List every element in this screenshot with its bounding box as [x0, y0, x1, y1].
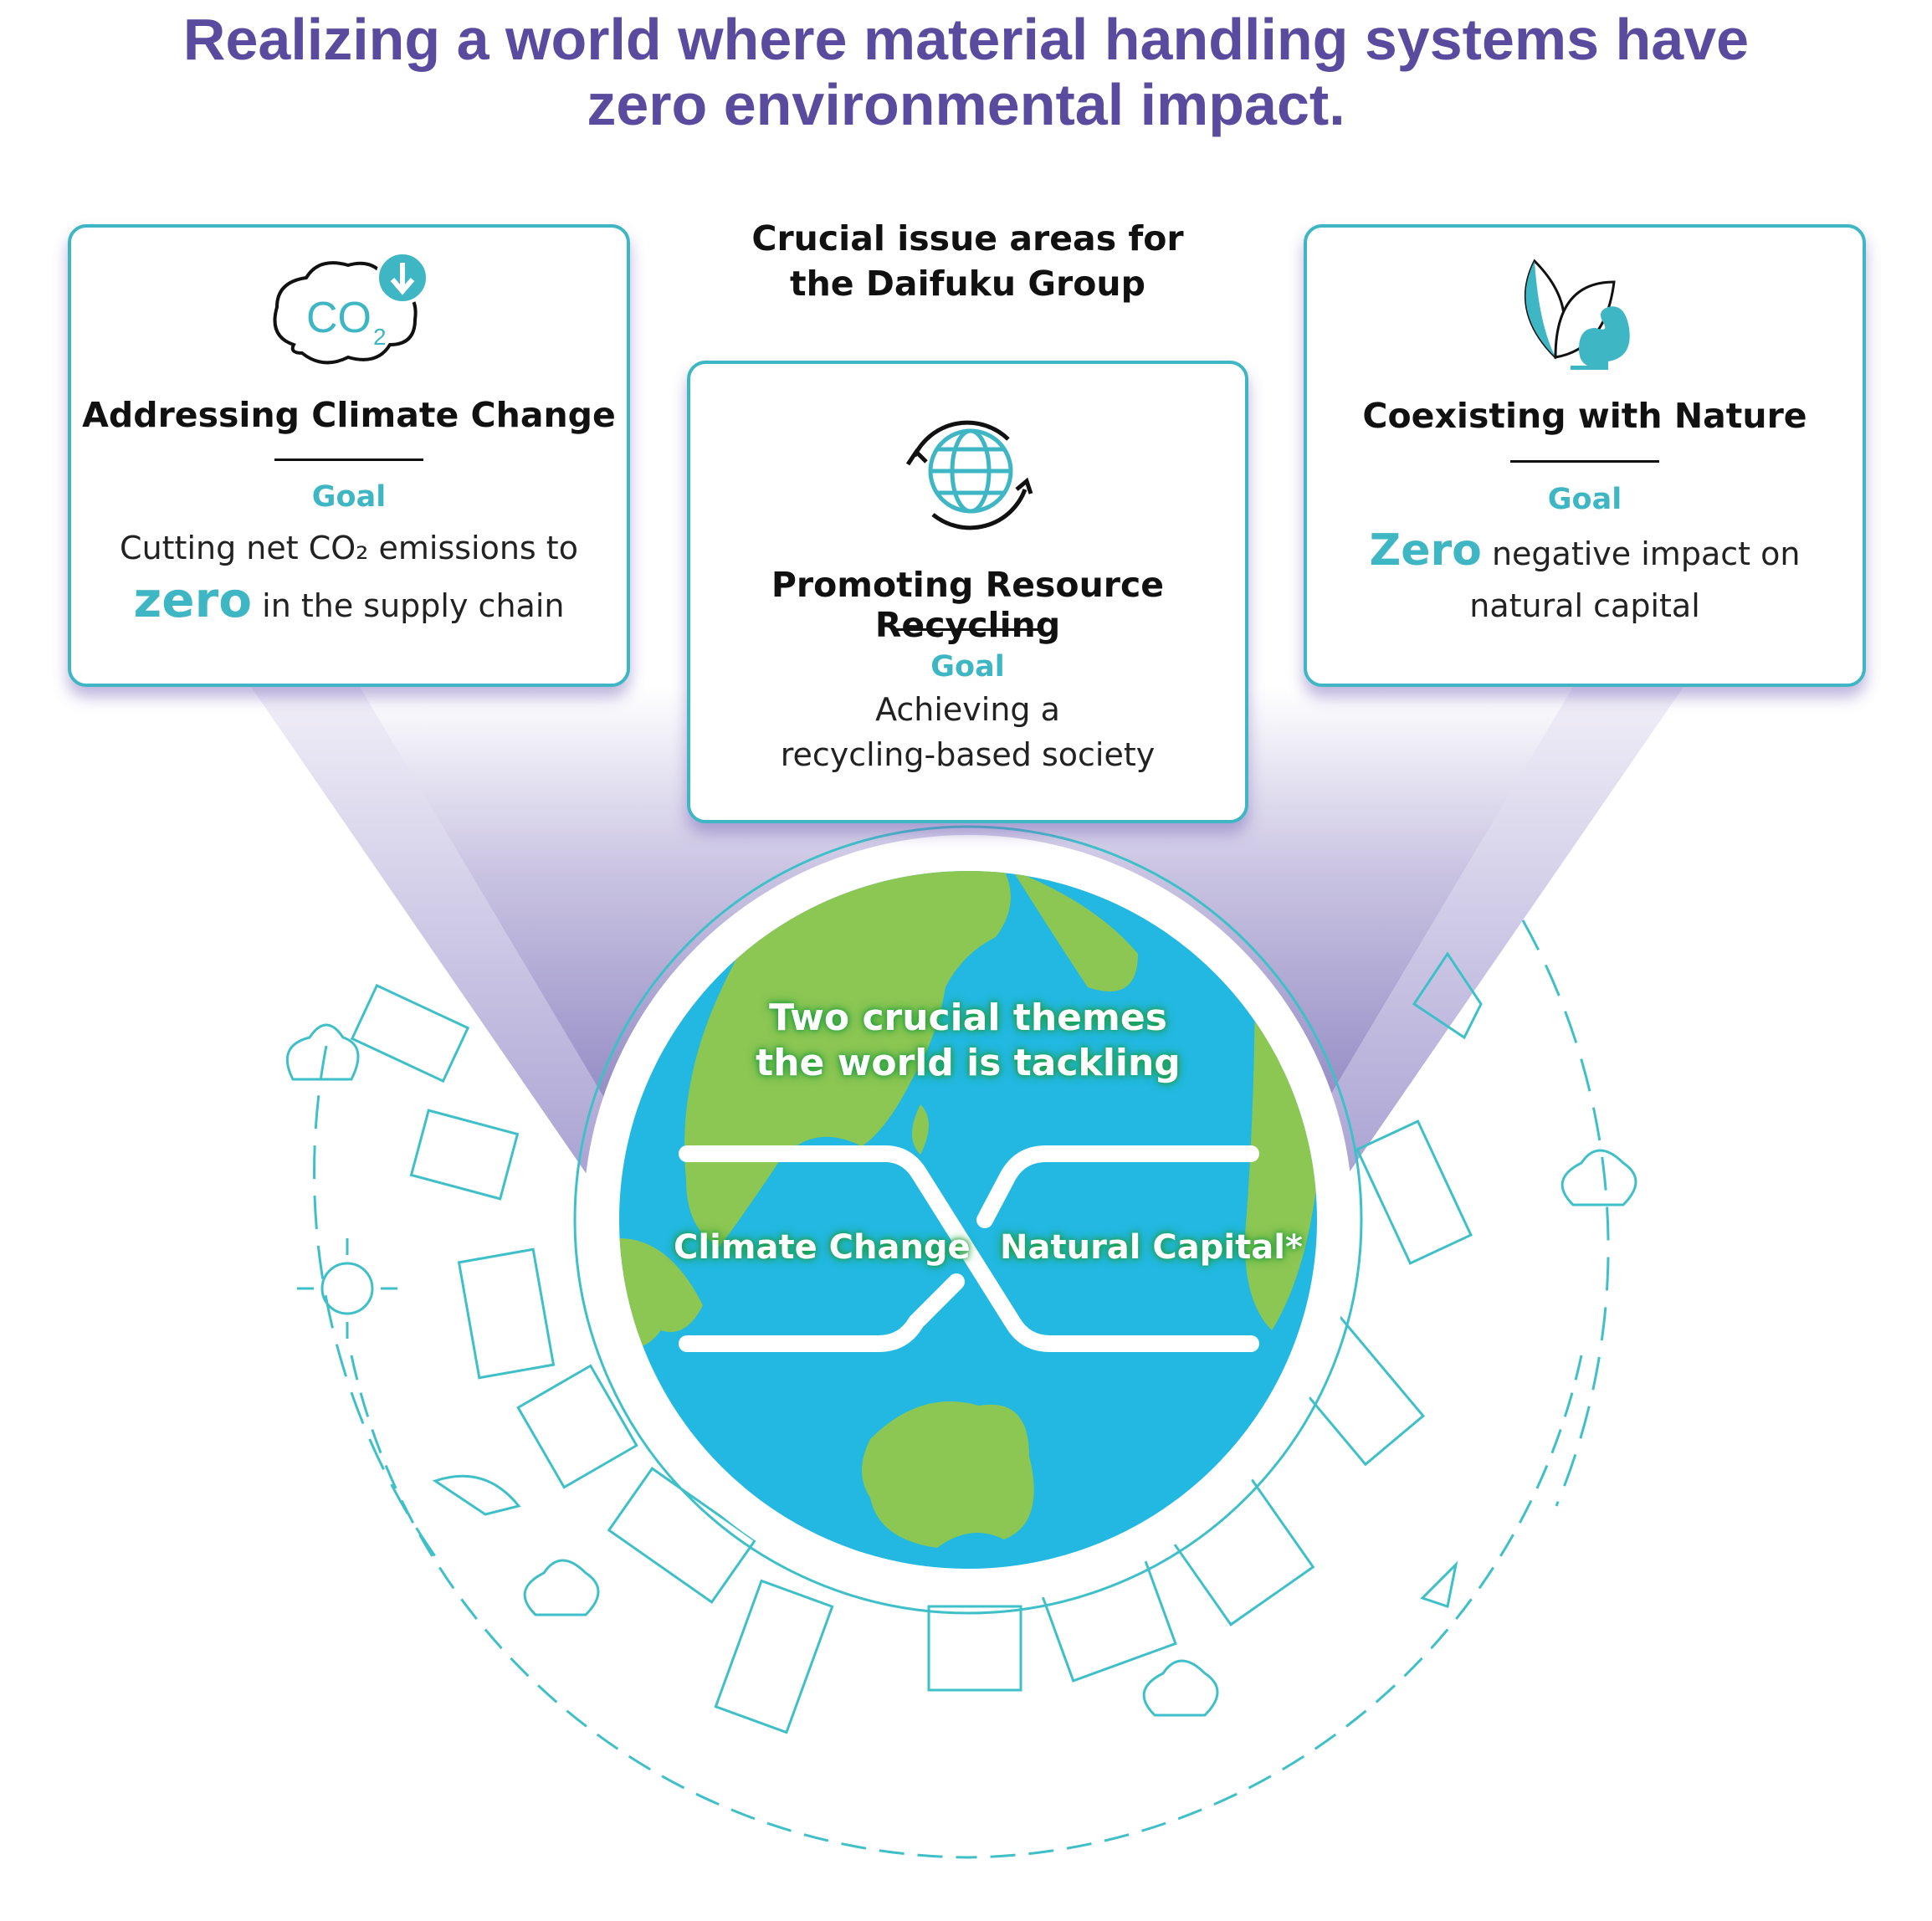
line-upper-right: [976, 1145, 1259, 1228]
co2-cloud-down-icon: CO 2: [273, 253, 429, 365]
globe-headline-line-2: the world is tackling: [756, 1042, 1181, 1084]
zero-emphasis: Zero: [1369, 525, 1482, 576]
crucial-issues-heading: Crucial issue areas for the Daifuku Grou…: [687, 216, 1248, 306]
goal-text-line-2: natural capital: [1469, 587, 1700, 624]
svg-text:2: 2: [373, 324, 387, 350]
goal-text-line-2: in the supply chain: [252, 587, 565, 624]
zero-emphasis: zero: [133, 571, 253, 628]
subheading-line-2: the Daifuku Group: [790, 264, 1145, 304]
divider: [1510, 460, 1659, 463]
line-climate-to-nature: [679, 1145, 1259, 1352]
goal-text: Achieving a recycling-based society: [690, 687, 1245, 777]
goal-label: Goal: [311, 480, 387, 514]
divider: [893, 628, 1043, 631]
title-line-1: Realizing a world where material handlin…: [182, 7, 1750, 72]
crossing-lines: [679, 1145, 1259, 1352]
goal-label: Goal: [930, 650, 1005, 684]
theme-natural-capital: Natural Capital*: [1000, 1228, 1303, 1267]
divider: [274, 458, 423, 461]
goal-text-line-1: Achieving a: [875, 691, 1060, 728]
card-climate-change: CO 2 Addressing Climate Change Goal Cutt…: [68, 224, 630, 687]
page-title: Realizing a world where material handlin…: [0, 7, 1932, 137]
goal-text: Zero negative impact on natural capital: [1307, 525, 1863, 632]
card-heading: Coexisting with Nature: [1362, 396, 1807, 436]
goal-text-line-2: recycling-based society: [780, 736, 1156, 773]
card-resource-recycling: Promoting Resource Recycling Goal Achiev…: [687, 361, 1248, 823]
globe-headline-line-1: Two crucial themes: [769, 996, 1167, 1039]
co2-label: CO: [306, 294, 372, 342]
globe-headline: Two crucial themes the world is tackling: [717, 996, 1219, 1086]
goal-text-line-1: Cutting net CO₂ emissions to: [120, 530, 578, 566]
goal-text: Cutting net CO₂ emissions to zero in the…: [71, 522, 627, 632]
goal-text-line-1: negative impact on: [1481, 535, 1801, 572]
globe-recycle-icon: [905, 420, 1033, 530]
goal-label: Goal: [1547, 483, 1622, 516]
theme-climate-change: Climate Change: [674, 1228, 971, 1267]
subheading-line-1: Crucial issue areas for: [751, 218, 1184, 259]
card-heading: Addressing Climate Change: [82, 395, 616, 435]
line-lower-left: [679, 1273, 965, 1352]
card-heading: Promoting Resource Recycling: [771, 565, 1165, 645]
leaf-squirrel-icon: [1524, 259, 1630, 370]
title-line-2: zero environmental impact.: [587, 72, 1345, 137]
card-coexisting-nature: Coexisting with Nature Goal Zero negativ…: [1304, 224, 1866, 687]
